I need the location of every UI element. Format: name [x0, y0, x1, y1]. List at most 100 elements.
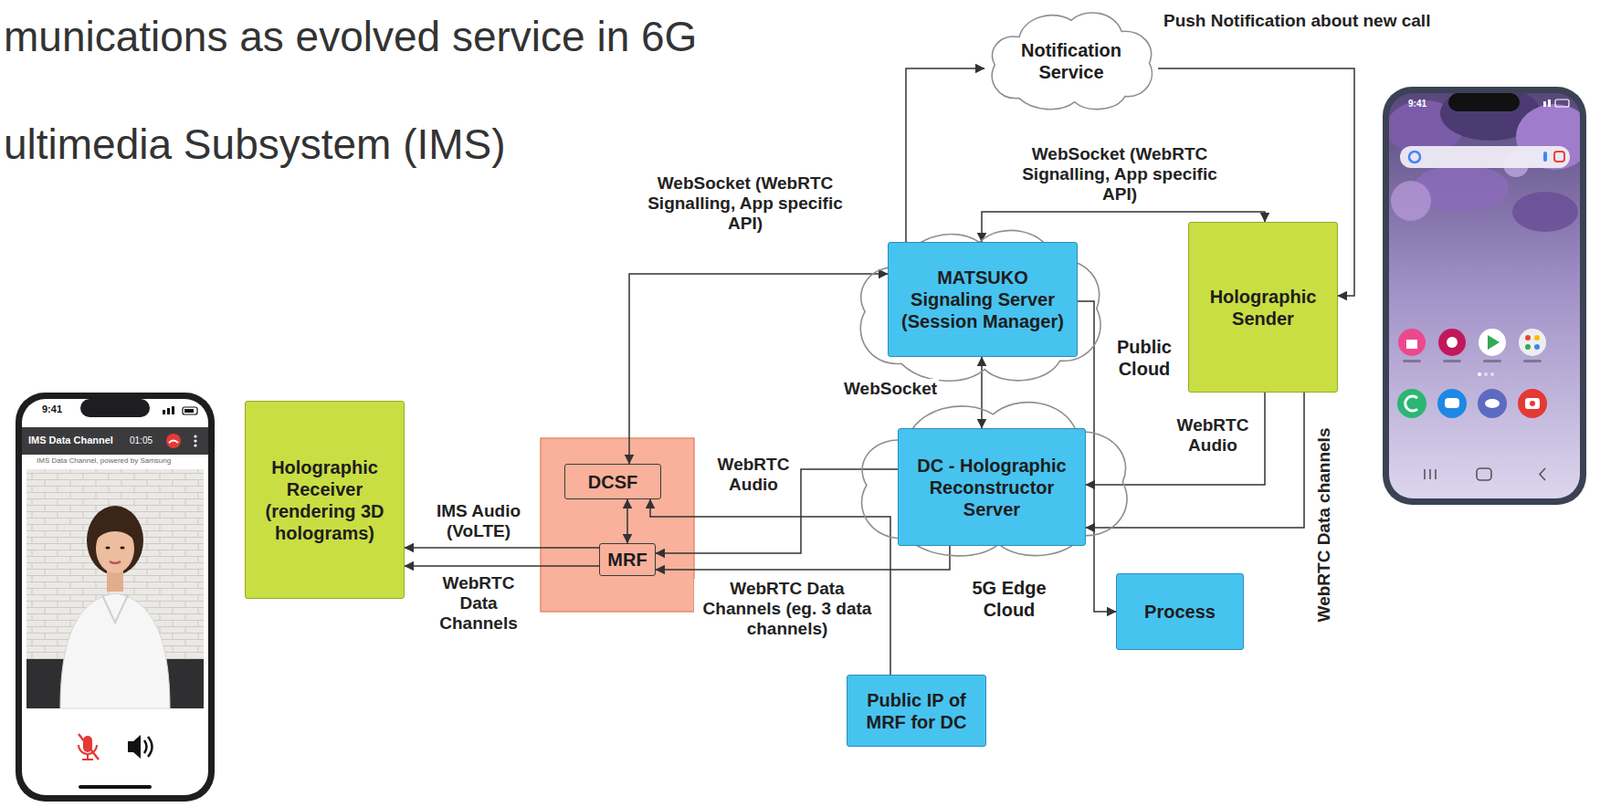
edge-label: WebRTC Audio	[712, 454, 795, 495]
sender-phone-part	[1484, 399, 1500, 409]
slide-heading: munications as evolved service in 6G	[3, 12, 697, 62]
function-box: MRF	[599, 543, 656, 577]
node-label: DCSF	[588, 471, 638, 494]
sender-phone-part	[1397, 389, 1427, 419]
server-box: DC - Holographic Reconstructor Server	[897, 428, 1086, 547]
screen-text: 9:41	[1408, 98, 1427, 110]
sender-phone-part	[1442, 359, 1462, 363]
edge-label: WebSocket	[842, 378, 939, 400]
sender-phone-part	[1484, 372, 1488, 377]
caller-phone	[15, 392, 215, 802]
cloud-outline	[862, 402, 1127, 557]
mrf-group-panel	[540, 438, 695, 612]
edge-label: IMS Audio (VoLTE)	[422, 501, 535, 542]
caller-phone-part	[109, 561, 121, 564]
edge-cloud: 5G Edge CloudDC - Holographic Reconstruc…	[849, 390, 1137, 569]
sender-phone-part	[1543, 101, 1547, 107]
sender-phone-part	[1525, 344, 1531, 350]
notification-cloud: Notification Service	[984, 5, 1158, 117]
sender-phone-part	[1529, 400, 1536, 407]
sender-phone-part	[1382, 86, 1587, 506]
caller-phone-part	[78, 734, 99, 760]
caller-phone-part	[80, 399, 150, 418]
sender-phone-part	[1409, 151, 1421, 163]
sender-phone-part	[1490, 372, 1495, 377]
edge-label: WebRTC Data Channels	[431, 573, 527, 634]
connector	[629, 273, 888, 464]
cloud-outline	[860, 230, 1101, 381]
sender-phone-part	[1476, 468, 1492, 481]
node-label: DC - Holographic Reconstructor Server	[905, 454, 1078, 521]
sender-phone-part	[1477, 372, 1482, 377]
node-label: 5G Edge Cloud	[958, 577, 1060, 622]
sender-phone-part	[1554, 151, 1565, 162]
caller-phone-part	[21, 399, 209, 796]
screen-text: IMS Data Channel, powered by Samsung	[36, 456, 171, 465]
sender-phone-part	[1398, 328, 1426, 357]
node-label: Process	[1144, 600, 1216, 623]
connector	[404, 565, 600, 568]
sender-phone-part	[1444, 398, 1460, 409]
edge-label: WebRTC Data Channels (eg. 3 data channel…	[694, 578, 881, 640]
connector	[1085, 392, 1305, 528]
caller-phone-part	[21, 427, 209, 455]
connector	[905, 68, 985, 243]
connector	[655, 546, 950, 570]
screen-text: 01:05	[129, 435, 153, 447]
server-box: MATSUKO Signaling Server (Session Manage…	[887, 242, 1078, 358]
sender-phone-part	[1534, 344, 1540, 350]
node-label: Public Cloud	[1108, 336, 1180, 380]
edge-label: WebSocket (WebRTC Signalling, App specif…	[1013, 144, 1226, 205]
node-label: MRF	[607, 548, 647, 571]
sender-phone-part-part	[1390, 180, 1432, 222]
caller-phone-part	[184, 409, 194, 413]
caller-phone-part	[105, 546, 110, 549]
sender-phone-part	[1477, 389, 1507, 419]
caller-phone-part	[60, 593, 170, 709]
caller-phone-part	[144, 736, 153, 758]
client-box: Holographic Sender	[1188, 221, 1338, 393]
sender-phone-part	[1543, 151, 1548, 162]
connector	[980, 357, 983, 429]
sender-phone-part	[1555, 99, 1569, 107]
caller-phone-part	[166, 433, 181, 449]
slide-heading: ultimedia Subsystem (IMS)	[3, 120, 506, 169]
sender-phone-part	[1438, 328, 1466, 357]
caller-phone-part	[102, 595, 128, 623]
sender-phone-part	[1525, 335, 1531, 341]
sender-phone-part	[1478, 328, 1506, 357]
caller-phone-part	[182, 407, 198, 415]
sender-phone-part	[1539, 468, 1546, 481]
sender-phone-part	[1547, 99, 1551, 107]
node-label: MATSUKO Signaling Server (Session Manage…	[895, 266, 1070, 333]
caller-phone-part	[171, 406, 175, 415]
sender-phone-part	[1534, 335, 1540, 341]
edge-label: WebRTC Data channels	[1314, 426, 1335, 625]
connector	[626, 499, 629, 544]
sender-phone-part	[1389, 93, 1580, 499]
sender-phone-part	[1448, 93, 1520, 112]
caller-phone-part	[119, 546, 125, 549]
sender-phone-part	[1446, 336, 1458, 348]
node-label: Public IP of MRF for DC	[854, 689, 979, 734]
mrf-group-panel-part	[540, 438, 695, 612]
caller-phone-part	[162, 410, 166, 415]
sender-phone-part-part	[1512, 191, 1579, 232]
caller-phone-part	[26, 469, 204, 709]
caller-phone-part	[15, 392, 215, 802]
sender-phone-part	[1400, 146, 1570, 169]
sender-phone-part	[1517, 389, 1548, 419]
sender-phone-part	[1406, 339, 1418, 349]
caller-phone-part	[167, 408, 170, 415]
process-box: Process	[1115, 573, 1244, 651]
sender-phone-part	[1525, 398, 1540, 410]
address-box: Public IP of MRF for DC	[846, 674, 987, 748]
edge-label: WebSocket (WebRTC Signalling, App specif…	[642, 173, 848, 234]
caller-phone-part	[168, 441, 179, 444]
caller-phone-part	[193, 434, 197, 438]
node-label: Holographic Receiver (rendering 3D holog…	[252, 456, 397, 545]
caller-phone-part	[86, 505, 144, 576]
screen-text: IMS Data Channel	[28, 434, 114, 447]
sender-phone-part	[1437, 389, 1467, 419]
